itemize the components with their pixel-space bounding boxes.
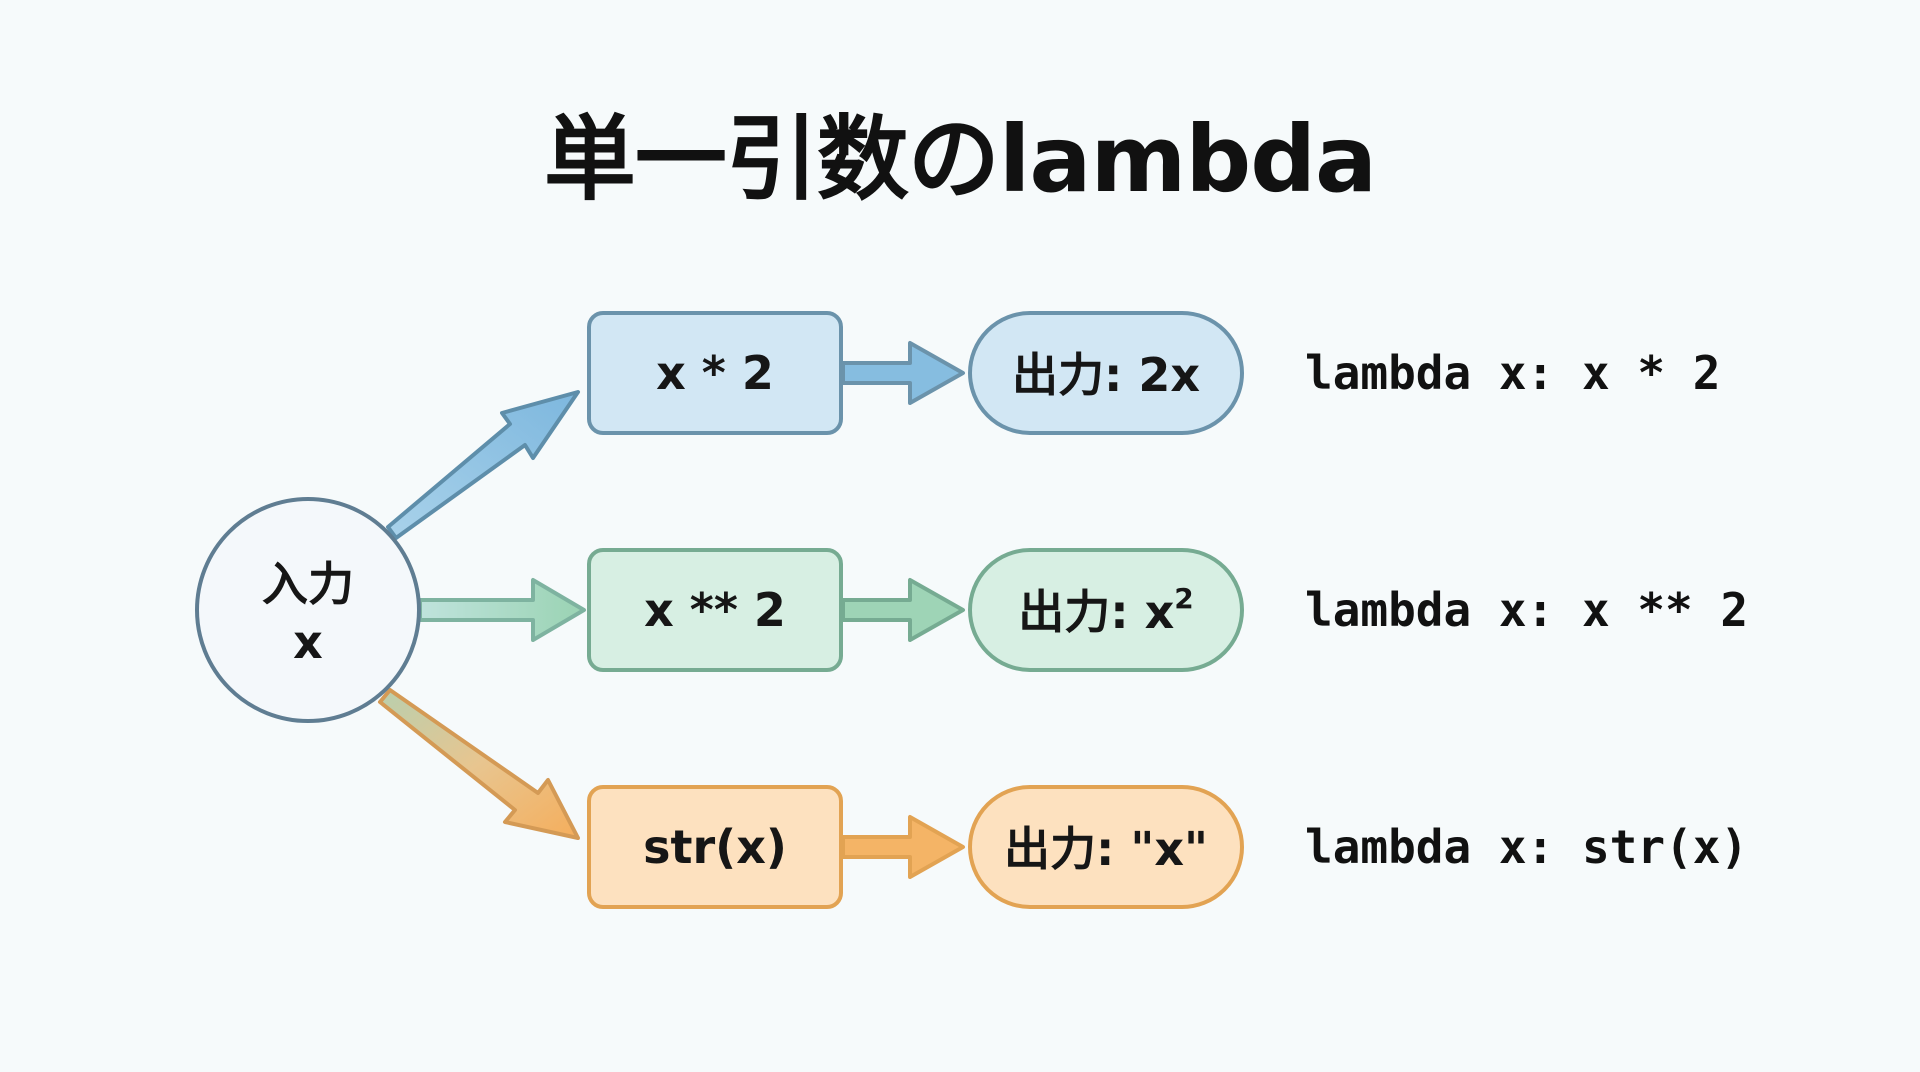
- output-prefix: 出力:: [1018, 585, 1144, 639]
- output-pill: [968, 311, 1244, 435]
- output-value: 2x: [1138, 348, 1200, 402]
- output-value: x: [1145, 585, 1175, 639]
- output-text: 出力: 2x: [1012, 348, 1200, 402]
- code-label-multiply: lambda x: x * 2: [1305, 346, 1721, 400]
- output-text: 出力: "x": [1004, 822, 1208, 876]
- expression-text: x ** 2: [644, 583, 786, 637]
- diagram-title: 単一引数のlambda: [543, 106, 1377, 213]
- arrow-input-to-row-3: [378, 688, 580, 840]
- code-label-square: lambda x: x ** 2: [1305, 583, 1749, 637]
- arrow-expression-to-output: [841, 578, 965, 642]
- input-node-label: 入力: [262, 557, 354, 611]
- row-multiply: x * 2 出力: 2x: [587, 311, 1244, 435]
- output-prefix: 出力:: [1012, 348, 1138, 402]
- input-node-variable: x: [293, 615, 323, 669]
- expression-text: x * 2: [656, 346, 774, 400]
- arrow-input-to-row-1: [386, 390, 580, 540]
- arrow-expression-to-output: [841, 341, 965, 405]
- row-square: x ** 2 出力: x2: [587, 548, 1244, 672]
- output-pill: [968, 548, 1244, 672]
- row-string: str(x) 出力: "x": [587, 785, 1244, 909]
- code-label-string: lambda x: str(x): [1305, 820, 1749, 874]
- input-node: 入力 x: [195, 497, 421, 723]
- output-text: 出力: x2: [1018, 582, 1194, 639]
- output-superscript: 2: [1174, 582, 1193, 615]
- output-prefix: 出力:: [1004, 822, 1130, 876]
- arrow-expression-to-output: [841, 815, 965, 879]
- expression-text: str(x): [643, 820, 787, 874]
- output-value: "x": [1130, 822, 1208, 876]
- output-pill: [968, 785, 1244, 909]
- arrow-input-to-row-2: [418, 578, 586, 642]
